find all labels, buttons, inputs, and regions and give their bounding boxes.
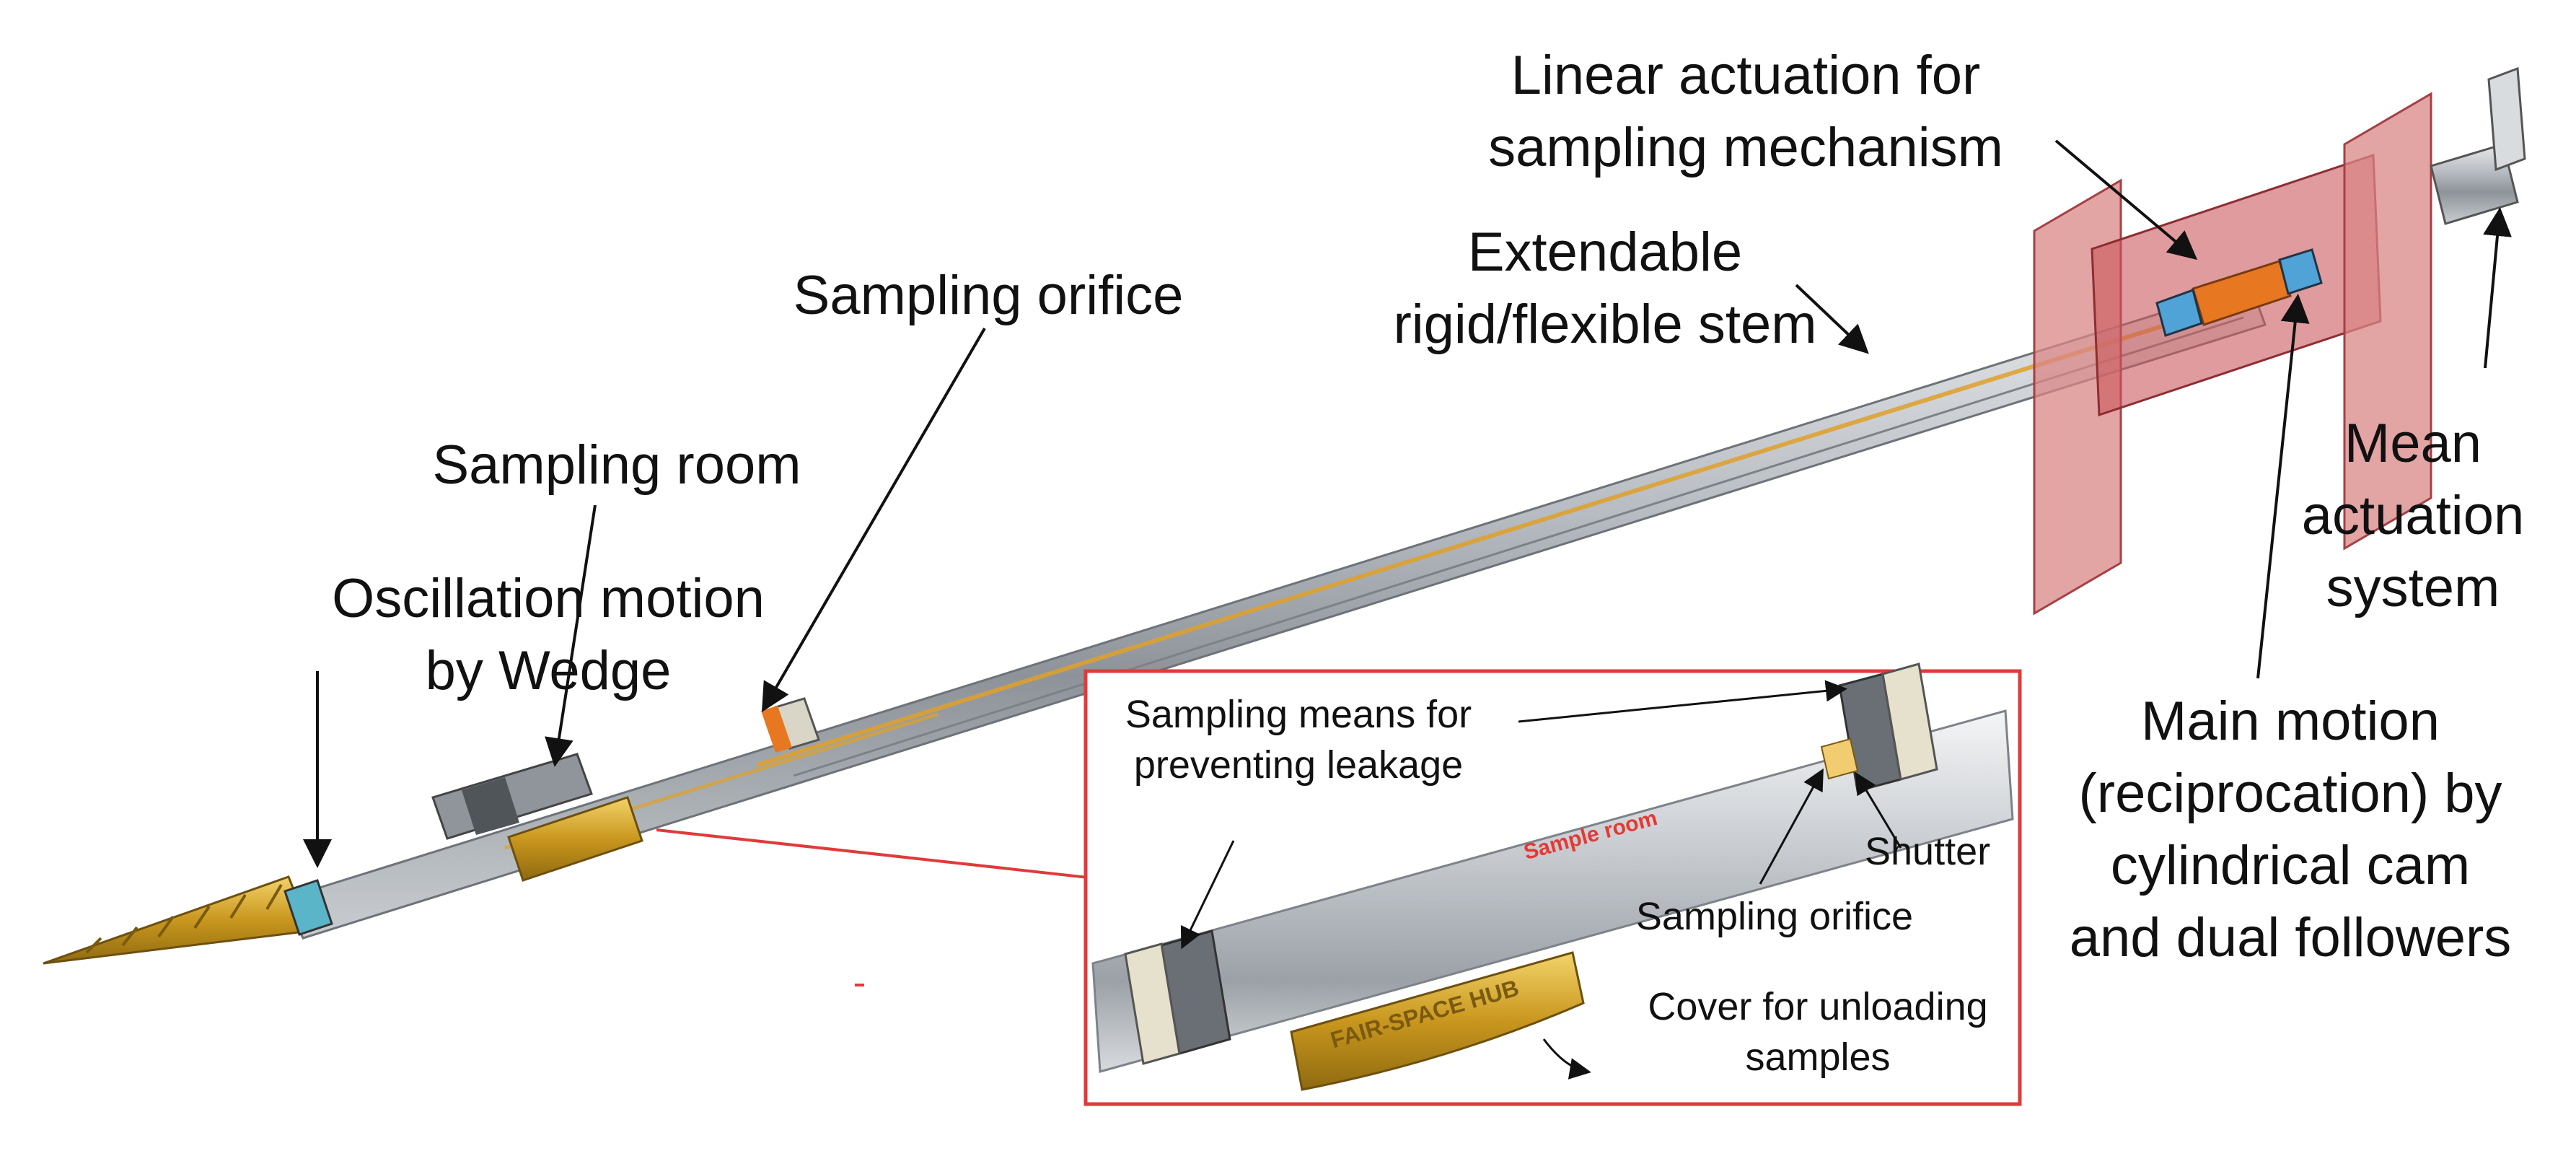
inset-label-cover-line2: samples [1745, 1036, 1891, 1079]
arrow-sampling-room [545, 504, 597, 767]
label-oscillation-line2: by Wedge [425, 640, 672, 701]
label-mean-actuation-line3: system [2326, 557, 2500, 618]
label-mean-actuation: Mean actuation system [2302, 408, 2524, 624]
label-extendable-line1: Extendable [1467, 222, 1743, 283]
inset-pointer-arrow [656, 828, 1153, 896]
label-sampling-orifice: Sampling orifice [793, 265, 1184, 326]
arrow-sampling-orifice [761, 327, 986, 712]
label-linear-actuation-line1: Linear actuation for [1511, 45, 1981, 106]
inset-label-cover-line1: Cover for unloading [1648, 985, 1988, 1028]
sampling-room-section [431, 753, 593, 840]
inset-cover [1290, 951, 1585, 1091]
label-linear-actuation: Linear actuation for sampling mechanism [1488, 40, 2003, 184]
label-extendable-stem: Extendable rigid/flexible stem [1393, 216, 1816, 361]
inset-label-sampling-means-line1: Sampling means for [1125, 693, 1472, 736]
label-oscillation-line1: Oscillation motion [332, 568, 765, 629]
actuation-housing [2033, 66, 2526, 616]
inset-label-shutter: Shutter [1865, 830, 1991, 873]
label-sampling-room: Sampling room [432, 434, 801, 496]
label-main-motion-line2: (reciprocation) by [2078, 763, 2502, 824]
label-main-motion: Main motion (reciprocation) by cylindric… [2070, 686, 2512, 974]
detached-cover [507, 796, 643, 882]
label-linear-actuation-line2: sampling mechanism [1488, 117, 2003, 178]
label-extendable-line2: rigid/flexible stem [1393, 294, 1817, 355]
arrow-mean-actuation [2483, 207, 2512, 369]
label-main-motion-line3: cylindrical cam [2110, 835, 2471, 896]
inset-label-sampling-means: Sampling means for preventing leakage [1125, 689, 1472, 790]
label-oscillation: Oscillation motion by Wedge [332, 563, 765, 707]
label-main-motion-line1: Main motion [2141, 691, 2440, 752]
wedge-screw-tip [43, 875, 333, 965]
label-main-motion-line4: and dual followers [2069, 907, 2512, 968]
label-mean-actuation-line2: actuation [2301, 485, 2525, 546]
label-mean-actuation-line1: Mean [2344, 413, 2482, 474]
inset-label-cover: Cover for unloading samples [1648, 981, 1987, 1082]
inset-label-sampling-means-line2: preventing leakage [1133, 743, 1464, 787]
inset-label-sampling-orifice: Sampling orifice [1635, 895, 1914, 938]
arrow-linear-actuation [2054, 139, 2198, 261]
inset-detail [1083, 662, 2022, 1106]
label-arrows [303, 139, 2512, 868]
arrow-extendable [1795, 284, 1869, 354]
arrow-main-motion [2256, 294, 2310, 679]
